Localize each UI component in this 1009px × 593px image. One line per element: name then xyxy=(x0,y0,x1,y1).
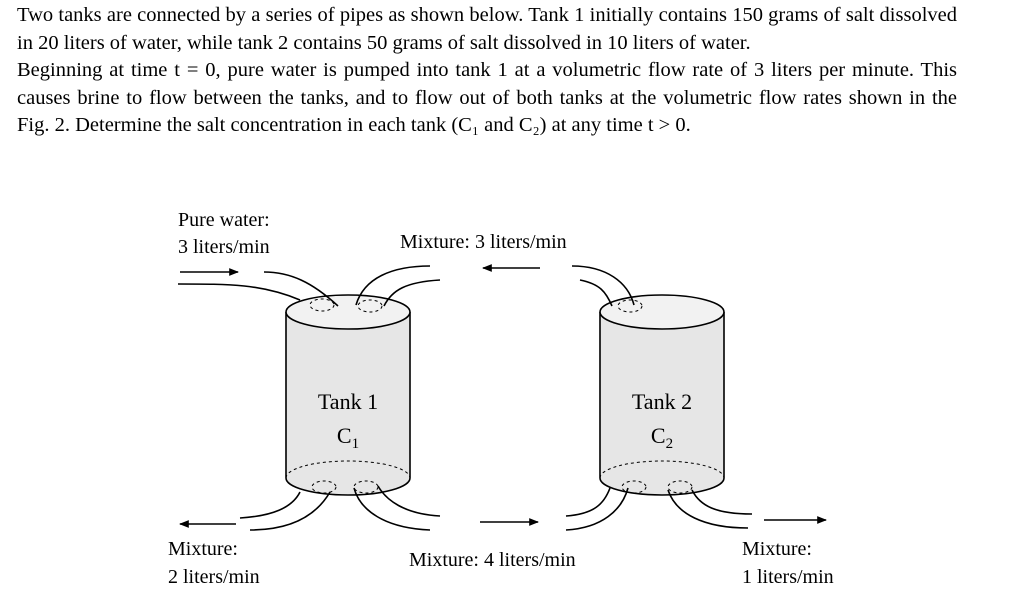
bottom-transfer-pipe xyxy=(311,480,647,531)
inflow-pipe xyxy=(177,268,339,312)
problem-statement: Two tanks are connected by a series of p… xyxy=(17,2,957,140)
outflow-left-label-line2: 2 liters/min xyxy=(168,566,260,588)
bottom-transfer-label: Mixture: 4 liters/min xyxy=(409,549,576,571)
top-transfer-label: Mixture: 3 liters/min xyxy=(400,231,567,253)
tank-2-name: Tank 2 xyxy=(632,389,692,414)
outflow-right-label-line1: Mixture: xyxy=(742,538,812,560)
outflow-left-label-line1: Mixture: xyxy=(168,538,238,560)
tank-1-name: Tank 1 xyxy=(318,389,378,414)
tank-2 xyxy=(599,294,725,496)
top-transfer-pipe xyxy=(355,264,643,313)
outflow-right-label-line2: 1 liters/min xyxy=(742,566,834,588)
inflow-label-line1: Pure water: xyxy=(178,209,270,231)
inflow-label-line2: 3 liters/min xyxy=(178,236,270,258)
tank-1-variable: C1 xyxy=(337,423,359,452)
tank-2-variable: C2 xyxy=(651,423,673,452)
tank-1 xyxy=(285,294,411,496)
outflow-right-pipe xyxy=(667,480,827,529)
problem-paragraph-2: Beginning at time t = 0, pure water is p… xyxy=(17,59,957,137)
outflow-left-pipe xyxy=(179,491,331,531)
problem-paragraph-1: Two tanks are connected by a series of p… xyxy=(17,4,957,54)
